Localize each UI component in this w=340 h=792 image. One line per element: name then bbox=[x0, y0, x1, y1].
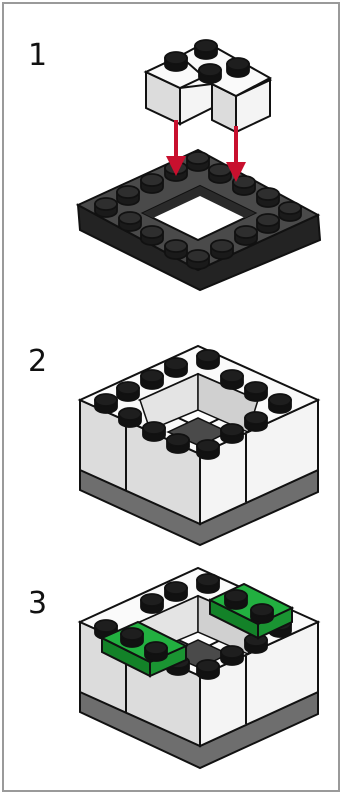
step-number-3: 3 bbox=[28, 586, 48, 621]
green-plate-stud bbox=[250, 603, 274, 624]
stud bbox=[220, 423, 244, 444]
stud bbox=[244, 411, 268, 432]
white-brick-stud bbox=[164, 51, 188, 72]
step-3-green-studs bbox=[120, 589, 274, 662]
dark-stud bbox=[234, 225, 258, 246]
green-plate-stud bbox=[144, 641, 168, 662]
dark-stud bbox=[94, 197, 118, 218]
green-plate-stud bbox=[224, 589, 248, 610]
dark-stud bbox=[140, 173, 164, 194]
step-1-illustration bbox=[75, 39, 322, 292]
dark-stud bbox=[116, 185, 140, 206]
stud bbox=[142, 421, 166, 442]
dark-stud bbox=[208, 163, 232, 184]
stud bbox=[164, 357, 188, 378]
white-brick-stud bbox=[226, 57, 250, 78]
step-number-1: 1 bbox=[28, 38, 48, 73]
stud bbox=[118, 407, 142, 428]
dark-stud bbox=[118, 211, 142, 232]
dark-stud bbox=[232, 175, 256, 196]
stud bbox=[196, 659, 220, 680]
white-brick-studs bbox=[164, 39, 250, 84]
stud bbox=[164, 581, 188, 602]
stud bbox=[196, 439, 220, 460]
dark-stud bbox=[210, 239, 234, 260]
dark-stud bbox=[140, 225, 164, 246]
white-brick-stud bbox=[194, 39, 218, 60]
stud bbox=[140, 369, 164, 390]
white-brick-ring bbox=[77, 344, 321, 526]
stud bbox=[116, 381, 140, 402]
dark-stud bbox=[186, 151, 210, 172]
dark-frame-plate bbox=[75, 148, 322, 292]
step-2-studs bbox=[94, 349, 292, 460]
white-brick-stud bbox=[198, 63, 222, 84]
stud bbox=[166, 433, 190, 454]
dark-stud bbox=[256, 187, 280, 208]
dark-stud bbox=[186, 249, 210, 270]
step-2-illustration bbox=[77, 344, 321, 547]
step-3-white-studs bbox=[94, 573, 292, 680]
stud bbox=[220, 369, 244, 390]
dark-stud bbox=[164, 239, 188, 260]
stud bbox=[196, 349, 220, 370]
stud bbox=[220, 645, 244, 666]
dark-stud bbox=[256, 213, 280, 234]
stud bbox=[196, 573, 220, 594]
stud bbox=[268, 393, 292, 414]
stud bbox=[94, 393, 118, 414]
stud bbox=[140, 593, 164, 614]
stud bbox=[244, 381, 268, 402]
step-3-illustration bbox=[77, 566, 321, 770]
green-plate-stud bbox=[120, 627, 144, 648]
dark-stud bbox=[278, 201, 302, 222]
step-number-2: 2 bbox=[28, 344, 48, 379]
